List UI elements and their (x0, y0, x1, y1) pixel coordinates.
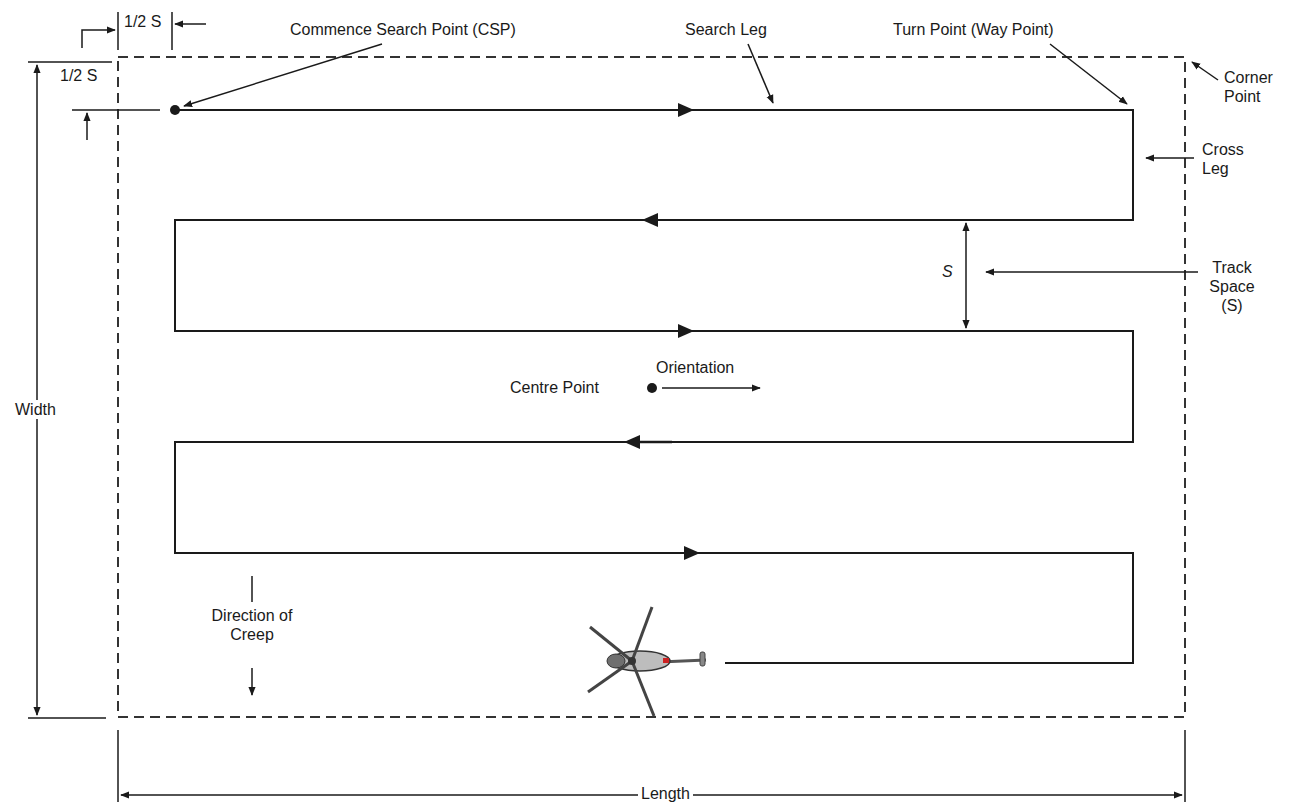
dimension-arrow (175, 23, 206, 25)
turn-point-label: Turn Point (Way Point) (893, 20, 1054, 39)
corner-point-label: Corner Point (1224, 68, 1282, 106)
centre-point-label: Centre Point (510, 378, 599, 397)
leg-arrow (624, 435, 640, 449)
leg-arrow (678, 103, 694, 117)
leader-line (986, 271, 1198, 273)
dimension-tick (28, 61, 112, 63)
csp-dot (170, 105, 180, 115)
diagram-part (700, 652, 705, 666)
dimension-tick (72, 109, 160, 111)
diagram-part (632, 607, 652, 661)
creep-arrow (251, 576, 253, 602)
orientation-arrow (662, 387, 760, 389)
diagram-part (628, 657, 636, 665)
dimension-tick (28, 717, 106, 719)
track-space-symbol: S (942, 262, 953, 281)
leg-arrow (640, 441, 672, 444)
half-spacing-label: 1/2 S (124, 12, 161, 31)
helicopter-illustration (588, 607, 706, 716)
centre-point-dot (647, 383, 657, 393)
width-label: Width (12, 400, 59, 419)
diagram-part (590, 627, 632, 661)
search-area-boundary (118, 57, 1185, 717)
dimension-tick (1184, 730, 1186, 802)
dimension-arrow (82, 30, 115, 48)
leg-arrow (678, 324, 694, 338)
track-space-label: Track Space (S) (1203, 258, 1261, 315)
leader-line (184, 44, 382, 106)
dimension-tick (171, 12, 173, 50)
csp-label: Commence Search Point (CSP) (290, 20, 516, 39)
length-label: Length (638, 784, 693, 803)
creep-arrow (251, 668, 253, 695)
dimension-tick (117, 12, 119, 50)
leader-line (1050, 44, 1127, 104)
cross-leg-label: Cross Leg (1202, 140, 1252, 178)
dimension-tick (117, 730, 119, 802)
diagram-part (607, 654, 625, 668)
width-dimension (36, 65, 38, 715)
search-leg-label: Search Leg (685, 20, 767, 39)
leg-arrow (642, 213, 658, 227)
dimension-arrow (86, 113, 88, 140)
orientation-label: Orientation (656, 358, 734, 377)
diagram-part (632, 661, 654, 716)
track-space-arrow (965, 223, 967, 328)
leader-line (748, 44, 773, 103)
leg-arrow (684, 546, 700, 560)
search-track (175, 110, 1133, 663)
creep-label: Direction of Creep (207, 606, 297, 644)
half-spacing-label: 1/2 S (60, 66, 97, 85)
diagram-part (663, 658, 669, 663)
diagram-part (588, 661, 632, 692)
leader-line (1192, 62, 1218, 80)
leader-line (1146, 157, 1194, 159)
